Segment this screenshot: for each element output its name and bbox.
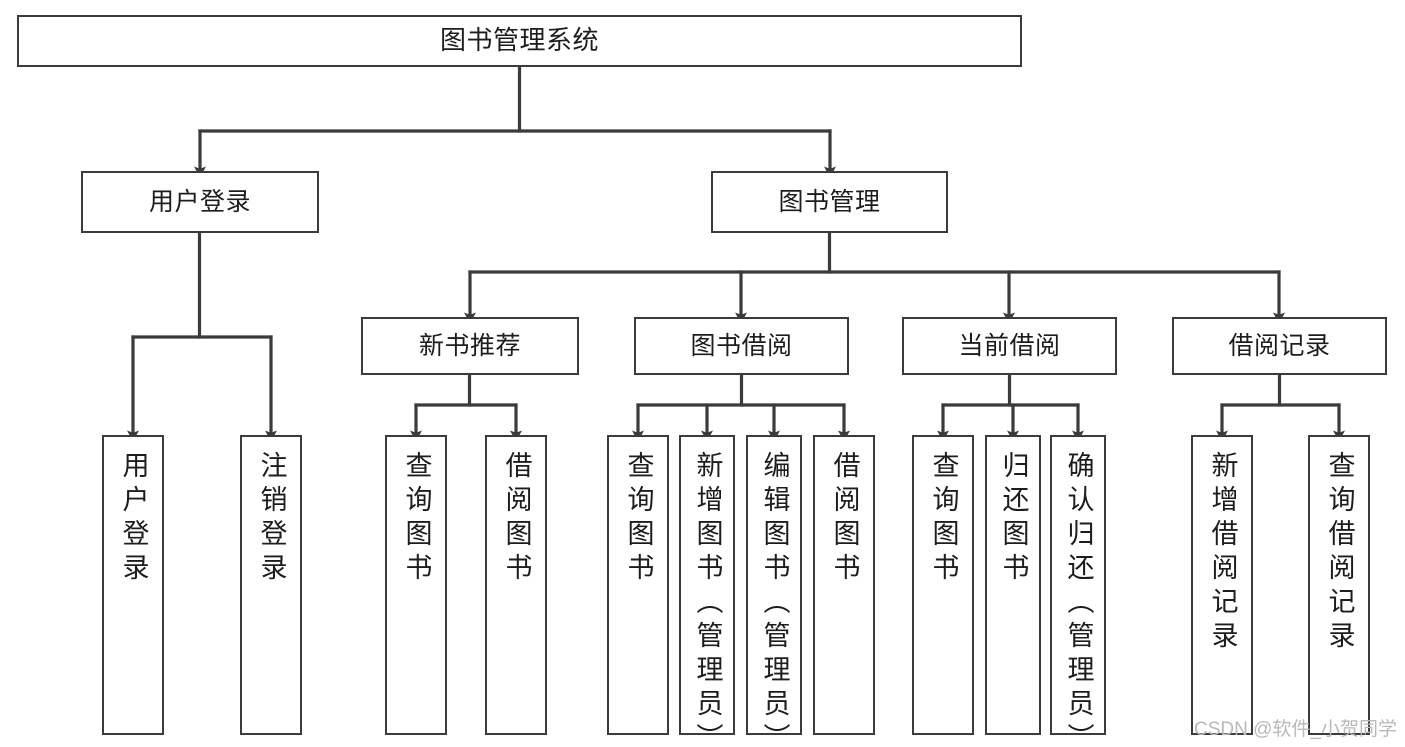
node-book-manage-label: 图书管理 <box>778 187 881 216</box>
leaf-confirm-return[interactable]: 确认归还（管理员） <box>1050 435 1106 747</box>
leaf-add-borrow-record-label: 新增借阅记录 <box>1207 451 1238 655</box>
leaf-add-borrow-record[interactable]: 新增借阅记录 <box>1191 435 1253 735</box>
leaf-logout[interactable]: 注销登录 <box>240 435 302 735</box>
leaf-add-book[interactable]: 新增图书（管理员） <box>679 435 735 747</box>
leaf-borrow-book-recommend-label: 借阅图书 <box>501 451 532 587</box>
leaf-user-login-label: 用户登录 <box>118 451 149 587</box>
edge-group-book-manage <box>464 231 1285 324</box>
edge-group-new-book-rec <box>410 373 522 442</box>
node-current-borrow-label: 当前借阅 <box>958 331 1061 360</box>
leaf-borrow-book[interactable]: 借阅图书 <box>813 435 875 735</box>
node-current-borrow[interactable]: 当前借阅 <box>902 317 1117 375</box>
node-root-label: 图书管理系统 <box>439 25 599 56</box>
leaf-logout-label: 注销登录 <box>256 451 287 587</box>
node-book-borrow[interactable]: 图书借阅 <box>634 317 849 375</box>
leaf-query-borrow-record-label: 查询借阅记录 <box>1324 451 1355 655</box>
leaf-borrow-book-label: 借阅图书 <box>829 451 860 587</box>
leaf-query-book-recommend[interactable]: 查询图书 <box>385 435 447 735</box>
leaf-edit-book-label: 编辑图书（管理员） <box>759 451 790 747</box>
leaf-query-borrow-record[interactable]: 查询借阅记录 <box>1308 435 1370 735</box>
node-new-book-recommend-label: 新书推荐 <box>418 331 521 360</box>
node-borrow-record[interactable]: 借阅记录 <box>1172 317 1387 375</box>
node-book-borrow-label: 图书借阅 <box>690 331 793 360</box>
leaf-return-book[interactable]: 归还图书 <box>985 435 1041 735</box>
node-new-book-recommend[interactable]: 新书推荐 <box>361 317 579 375</box>
node-book-manage[interactable]: 图书管理 <box>711 171 948 233</box>
leaf-query-book-borrow-label: 查询图书 <box>623 451 654 587</box>
edge-group-borrow-record <box>1216 373 1345 442</box>
edge-group-book-borrow <box>632 373 850 442</box>
node-user-login[interactable]: 用户登录 <box>81 171 319 233</box>
leaf-return-book-label: 归还图书 <box>998 451 1029 587</box>
node-root[interactable]: 图书管理系统 <box>17 15 1022 67</box>
leaf-confirm-return-label: 确认归还（管理员） <box>1063 451 1094 747</box>
leaf-query-book-current[interactable]: 查询图书 <box>912 435 974 735</box>
leaf-query-book-current-label: 查询图书 <box>928 451 959 587</box>
leaf-edit-book[interactable]: 编辑图书（管理员） <box>746 435 802 747</box>
leaf-query-book-borrow[interactable]: 查询图书 <box>607 435 669 735</box>
node-user-login-label: 用户登录 <box>148 187 251 216</box>
leaf-borrow-book-recommend[interactable]: 借阅图书 <box>485 435 547 735</box>
node-borrow-record-label: 借阅记录 <box>1228 331 1331 360</box>
edge-group-user-login <box>127 231 277 442</box>
watermark-text: CSDN @软件_小贺同学 <box>1194 719 1397 740</box>
leaf-query-book-recommend-label: 查询图书 <box>401 451 432 587</box>
leaf-add-book-label: 新增图书（管理员） <box>692 451 723 747</box>
edge-group-current-borrow <box>937 373 1084 442</box>
leaf-user-login[interactable]: 用户登录 <box>102 435 164 735</box>
edge-group-root <box>194 65 836 178</box>
